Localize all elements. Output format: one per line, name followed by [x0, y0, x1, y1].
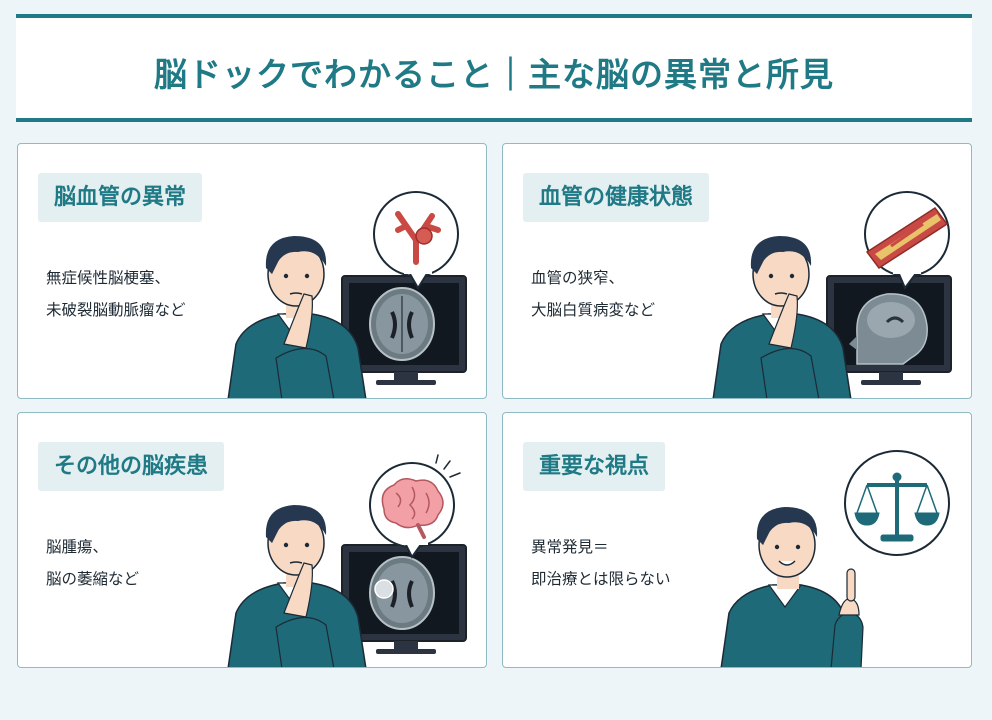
balance-circle — [844, 450, 950, 556]
brain-icon — [381, 478, 444, 539]
man-thinking-icon — [227, 505, 367, 667]
card-title: 脳血管の異常 — [38, 173, 203, 222]
aneurysm-icon — [395, 211, 441, 265]
card-title: 血管の健康状態 — [523, 173, 710, 222]
brain-scan-sagittal-icon — [849, 293, 928, 365]
brain-scan-axial-icon — [369, 287, 435, 361]
card-body-line: 大脳白質病変など — [531, 301, 656, 319]
card-body: 異常発見＝ 即治療とは限らない — [531, 531, 671, 595]
illustration — [691, 413, 971, 667]
card-body-line: 脳腫瘍、 — [46, 538, 109, 556]
thought-bubble — [373, 191, 459, 290]
header-banner: 脳ドックでわかること｜主な脳の異常と所見 — [16, 14, 972, 122]
brain-scan-tumor-icon — [369, 556, 435, 630]
card-body-line: 脳の萎縮など — [46, 570, 140, 588]
card-cerebrovascular: 脳血管の異常 無症候性脳梗塞、 未破裂脳動脈瘤など — [17, 143, 487, 399]
card-body-line: 即治療とは限らない — [531, 570, 671, 588]
illustration — [691, 144, 971, 398]
card-body-line: 異常発見＝ — [531, 538, 609, 556]
page-title: 脳ドックでわかること｜主な脳の異常と所見 — [154, 55, 834, 94]
monitor-icon — [341, 275, 467, 385]
illustration — [206, 144, 486, 398]
thought-bubble — [369, 454, 461, 559]
man-thinking-icon — [227, 236, 367, 398]
man-pointing-icon — [720, 507, 864, 667]
card-body: 無症候性脳梗塞、 未破裂脳動脈瘤など — [46, 262, 186, 326]
card-body-line: 血管の狭窄、 — [531, 269, 625, 287]
card-vascular-health: 血管の健康状態 血管の狭窄、 大脳白質病変など — [502, 143, 972, 399]
card-body-line: 未破裂脳動脈瘤など — [46, 301, 186, 319]
card-important-perspective: 重要な視点 異常発見＝ 即治療とは限らない — [502, 412, 972, 668]
card-body: 血管の狭窄、 大脳白質病変など — [531, 262, 655, 326]
narrowed-artery-icon — [865, 206, 949, 270]
card-title: その他の脳疾患 — [38, 442, 225, 491]
monitor-icon — [341, 544, 467, 654]
illustration — [206, 413, 486, 667]
card-body: 脳腫瘍、 脳の萎縮など — [46, 531, 139, 595]
card-other-brain-diseases: その他の脳疾患 脳腫瘍、 脳の萎縮など — [17, 412, 487, 668]
man-thinking-icon — [712, 236, 852, 398]
thought-bubble — [864, 191, 950, 290]
monitor-icon — [826, 275, 952, 385]
balance-scale-icon — [854, 472, 940, 542]
card-title: 重要な視点 — [523, 442, 666, 491]
card-body-line: 無症候性脳梗塞、 — [46, 269, 171, 287]
